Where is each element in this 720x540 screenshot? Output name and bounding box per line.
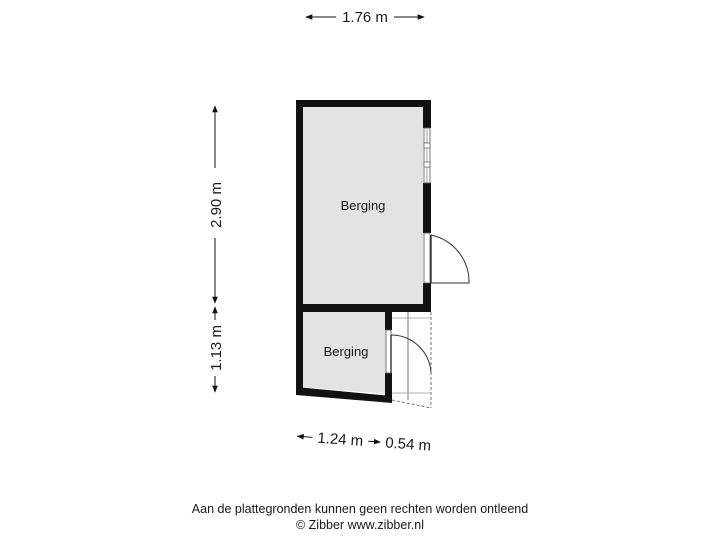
passage-area [391, 312, 432, 409]
bottom-right-width-label: 0.54 m [385, 434, 432, 454]
wall-inner-stub [385, 312, 392, 330]
wall-right-middle [423, 183, 431, 233]
dimension-arrow-right [368, 438, 381, 445]
lower-room-floor [303, 312, 387, 394]
left-height-upper-dimension: 2.90 m [208, 105, 225, 304]
wall-right-top [423, 100, 431, 128]
bottom-width-dimension: 1.24 m 0.54 m [296, 430, 432, 455]
left-height-lower-label: 1.13 m [208, 325, 225, 371]
wall-top [296, 100, 431, 107]
left-height-lower-dimension: 1.13 m [208, 306, 225, 393]
room-label-lower: Berging [324, 344, 369, 359]
wall-right-lower [423, 283, 431, 312]
wall-bottom [296, 387, 392, 403]
window [423, 127, 431, 184]
top-width-dimension: 1.76 m [305, 9, 425, 26]
room-label-upper: Berging [341, 198, 386, 213]
wall-middle [296, 304, 431, 312]
bottom-left-width-label: 1.24 m [317, 430, 364, 450]
copyright-text: © Zibber www.zibber.nl [295, 518, 424, 532]
door-lower-room [385, 329, 432, 374]
upper-room-floor [303, 107, 423, 304]
left-height-upper-label: 2.90 m [208, 182, 225, 228]
dimension-arrow-left [296, 433, 313, 440]
walls [296, 100, 431, 403]
door-upper-room [423, 232, 470, 284]
disclaimer-text: Aan de plattegronden kunnen geen rechten… [191, 502, 529, 516]
wall-left [296, 100, 303, 395]
wall-inner-stub-bottom [385, 373, 392, 396]
top-width-label: 1.76 m [342, 9, 388, 26]
